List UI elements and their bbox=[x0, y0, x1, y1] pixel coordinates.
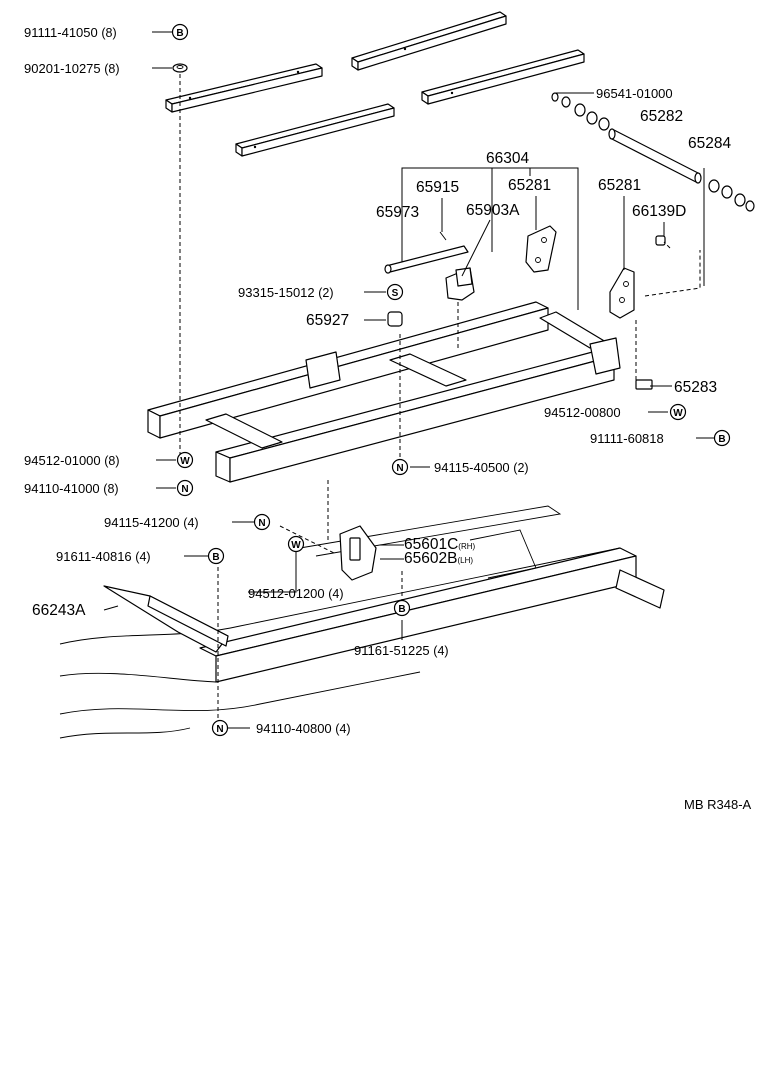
label-65284: 65284 bbox=[688, 135, 731, 152]
label-91111-41050: 91111-41050 (8) bbox=[24, 25, 117, 40]
label-65281-right: 65281 bbox=[598, 177, 641, 194]
mount-parts bbox=[103, 525, 377, 653]
label-65973: 65973 bbox=[376, 204, 419, 221]
upper-frame bbox=[147, 301, 621, 483]
cross-sill-bars bbox=[165, 11, 585, 157]
leader-lines bbox=[103, 31, 714, 729]
label-94115-41200: 94115-41200 (4) bbox=[104, 515, 199, 530]
svg-text:N: N bbox=[396, 463, 403, 474]
label-65903A: 65903A bbox=[466, 202, 520, 219]
label-65601C: 65601C(RH) bbox=[404, 536, 476, 553]
reference-code: MB R348-A bbox=[684, 797, 752, 812]
label-66139D: 66139D bbox=[632, 203, 686, 220]
label-91611-40816: 91611-40816 (4) bbox=[56, 549, 151, 564]
label-94512-01200: 94512-01200 (4) bbox=[248, 586, 344, 601]
svg-text:W: W bbox=[673, 408, 683, 419]
svg-text:W: W bbox=[291, 540, 301, 551]
small-parts bbox=[384, 225, 666, 390]
label-91111-60818: 91111-60818 bbox=[590, 431, 664, 446]
lower-chassis bbox=[59, 505, 665, 739]
svg-text:W: W bbox=[180, 456, 190, 467]
label-94110-41000: 94110-41000 (8) bbox=[24, 481, 119, 496]
label-91161-51225: 91161-51225 (4) bbox=[354, 643, 449, 658]
label-65915: 65915 bbox=[416, 179, 459, 196]
label-96541-01000: 96541-01000 bbox=[596, 86, 673, 101]
svg-text:B: B bbox=[718, 434, 725, 445]
callout-symbols: B S W B W N N N W B B N bbox=[171, 23, 731, 737]
svg-text:S: S bbox=[392, 288, 399, 299]
label-94110-40800: 94110-40800 (4) bbox=[256, 721, 351, 736]
label-93315-15012: 93315-15012 (2) bbox=[238, 285, 334, 300]
label-65282: 65282 bbox=[640, 108, 683, 125]
svg-text:N: N bbox=[181, 484, 188, 495]
label-65283: 65283 bbox=[674, 379, 717, 396]
svg-text:N: N bbox=[258, 518, 265, 529]
label-65602B: 65602B(LH) bbox=[404, 550, 473, 567]
label-65281-left: 65281 bbox=[508, 177, 551, 194]
label-65927: 65927 bbox=[306, 312, 349, 329]
svg-text:B: B bbox=[212, 552, 219, 563]
label-94115-40500: 94115-40500 (2) bbox=[434, 460, 529, 475]
label-94512-00800: 94512-00800 bbox=[544, 405, 621, 420]
label-66304: 66304 bbox=[486, 150, 529, 167]
label-90201-10275: 90201-10275 (8) bbox=[24, 61, 120, 76]
symbol-bolt: B bbox=[176, 28, 183, 39]
hinge-pin-assembly bbox=[551, 92, 755, 212]
label-94512-01000: 94512-01000 (8) bbox=[24, 453, 120, 468]
svg-text:B: B bbox=[398, 604, 405, 615]
label-66243A: 66243A bbox=[32, 602, 86, 619]
alignment-lines bbox=[179, 74, 701, 720]
svg-text:N: N bbox=[216, 724, 223, 735]
part-labels: 91111-41050 (8) 90201-10275 (8) 96541-01… bbox=[24, 25, 752, 812]
